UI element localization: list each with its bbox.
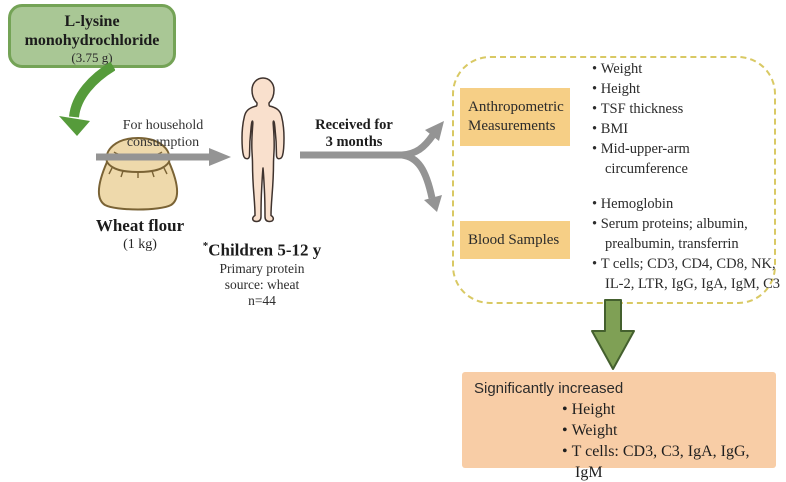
children-note-1: Primary protein	[219, 260, 305, 276]
list-item: Hemoglobin	[592, 194, 786, 214]
children-note-2: source: wheat	[224, 276, 300, 292]
child-figure-icon	[241, 77, 285, 223]
lysine-title-line1: L-lysine	[64, 13, 120, 30]
children-title: *Children 5-12 y	[202, 240, 322, 260]
received-arrow-label: Received for 3 months	[298, 117, 410, 151]
children-caption: *Children 5-12 y Primary protein source:…	[192, 236, 332, 309]
received-label-line2: 3 months	[325, 134, 383, 150]
list-item: TSF thickness	[592, 99, 770, 119]
results-title: Significantly increased	[474, 380, 624, 397]
received-fork-arrow-icon	[300, 121, 444, 212]
results-list: Height Weight T cells: CD3, C3, IgA, IgG…	[562, 399, 766, 482]
household-label-line2: consumption	[126, 135, 200, 150]
list-item: Height	[592, 79, 770, 99]
list-item: BMI	[592, 119, 770, 139]
blood-samples-tag-label: Blood Samples	[468, 231, 560, 248]
curved-green-arrow-icon	[59, 61, 115, 136]
list-item: T cells: CD3, C3, IgA, IgG, IgM	[562, 441, 766, 482]
household-arrow-icon	[96, 148, 231, 166]
children-asterisk: *	[202, 240, 209, 252]
household-label-line1: For household	[122, 118, 204, 133]
list-item: Mid-upper-arm circumference	[592, 139, 770, 179]
wheat-flour-amount: (1 kg)	[123, 237, 157, 252]
list-item: T cells; CD3, CD4, CD8, NK, IL-2, LTR, I…	[592, 254, 786, 294]
anthropometric-tag: Anthropometric Measurements	[460, 88, 570, 146]
blood-samples-list: Hemoglobin Serum proteins; albumin, prea…	[592, 194, 786, 294]
lysine-amount: (3.75 g)	[71, 50, 113, 65]
list-item: Height	[562, 399, 766, 420]
lysine-title-line2: monohydrochloride	[24, 32, 160, 49]
results-box: Significantly increased Height Weight T …	[462, 372, 776, 481]
household-arrow-label: For household consumption	[96, 117, 230, 151]
blood-samples-tag: Blood Samples	[460, 221, 570, 259]
wheat-flour-caption: Wheat flour (1 kg)	[85, 216, 195, 254]
anthropometric-list: Weight Height TSF thickness BMI Mid-uppe…	[592, 59, 770, 179]
wheat-flour-name: Wheat flour	[95, 216, 185, 235]
list-item: Serum proteins; albumin, prealbumin, tra…	[592, 214, 786, 254]
down-block-arrow-icon	[591, 299, 635, 370]
children-note-3: n=44	[248, 292, 276, 308]
received-label-line1: Received for	[315, 117, 393, 133]
list-item: Weight	[592, 59, 770, 79]
list-item: Weight	[562, 420, 766, 441]
lysine-box: L-lysine monohydrochloride (3.75 g)	[8, 4, 176, 68]
anthropometric-tag-label: Anthropometric Measurements	[468, 99, 564, 134]
